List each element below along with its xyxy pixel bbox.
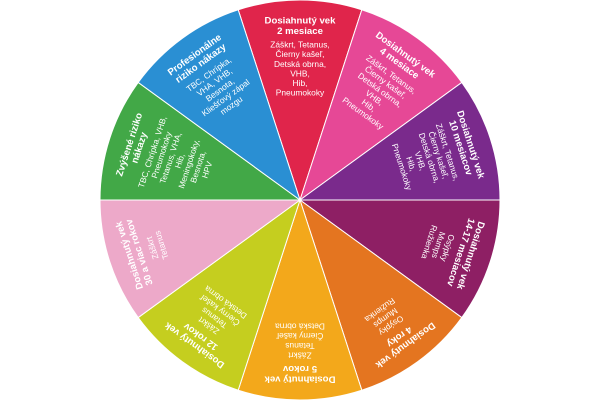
segment-item-3-7: Hib, (404, 155, 418, 172)
segment-item-1-5: Detská obrna, (274, 59, 326, 69)
segment-item-6-5: Čierny kašeľ (276, 331, 323, 341)
segment-item-6-6: Detská obrna (275, 322, 325, 332)
wheel-segment-10 (137, 9, 301, 202)
wheel-segment-9 (99, 81, 302, 201)
segment-title-6-0: Dosiahnutý vek (264, 374, 336, 385)
segment-title-1-0: Dosiahnutý vek (265, 16, 337, 27)
wheel-segment-4 (298, 199, 501, 319)
wheel-segment-2 (299, 9, 463, 202)
wheel-segment-7 (137, 198, 301, 391)
segment-title-6-1: 5 rokov (282, 363, 317, 374)
segment-item-6-3: Záškrt (288, 350, 312, 360)
segment-item-1-8: Pneumokoky (276, 88, 325, 98)
segment-item-6-4: Tetanus (285, 341, 314, 351)
wheel-segment-1 (237, 0, 363, 202)
segment-item-1-6: VHB, (290, 68, 310, 78)
segment-title-1-1: 2 mesiace (277, 26, 323, 37)
segment-item-9-6: Hib, (173, 152, 187, 169)
segment-item-1-4: Čierny kašeľ, (276, 49, 325, 59)
segment-item-1-3: Záškrt, Tetanus, (270, 40, 329, 50)
wheel-segment-8 (99, 199, 302, 319)
segment-item-1-7: Hib, (293, 78, 308, 88)
wheel-segment-3 (298, 81, 501, 201)
wheel-segment-5 (299, 198, 463, 391)
